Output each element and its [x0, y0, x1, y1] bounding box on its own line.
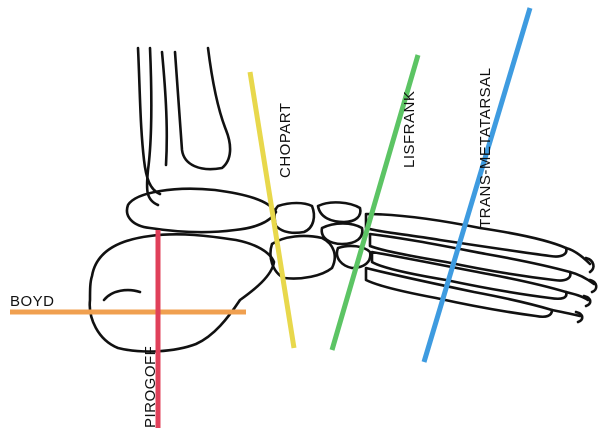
- tibia-bone-front: [175, 48, 230, 169]
- pirogoff-label: PIROGOFF: [142, 346, 159, 428]
- toe-tips: [576, 258, 596, 322]
- trans-metatarsal-label: TRANS-METATARSAL: [477, 67, 494, 228]
- fibula-bone-inner: [162, 52, 167, 165]
- cuneiform-bone-3: [337, 246, 370, 268]
- cuneiform-bone-2: [322, 224, 363, 245]
- calcaneus-bone: [90, 234, 274, 351]
- calcaneus-ridge: [104, 290, 140, 300]
- cuneiform-bone-1: [318, 202, 360, 222]
- lisfrank-label: LISFRANK: [401, 91, 418, 168]
- chopart-label: CHOPART: [277, 103, 294, 178]
- boyd-label: BOYD: [10, 293, 55, 310]
- navicular-bone: [275, 203, 314, 233]
- amputation-labels: BOYD PIROGOFF CHOPART LISFRANK TRANS-MET…: [10, 67, 494, 428]
